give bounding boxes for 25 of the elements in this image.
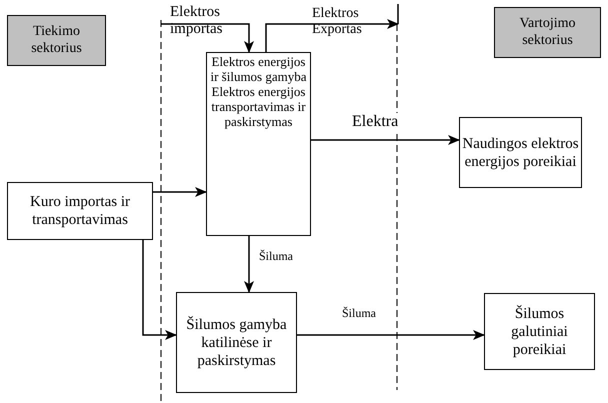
node-text: Tiekimo sektorius: [30, 24, 83, 58]
node-text: Kuro importas ir transportavimas: [29, 193, 131, 229]
process-box: [206, 52, 311, 236]
process-box: [459, 117, 582, 188]
node-text: Elektros energijos ir šilumos gamyba: [209, 55, 308, 85]
edge-label: Elektros Exportas: [312, 6, 363, 38]
arrow: [142, 240, 177, 340]
node-text: Naudingos elektros energijos poreikiai: [461, 134, 580, 170]
arrow: [265, 19, 399, 52]
node-text: Elektros energijos transportavimas ir paskirstymas: [210, 84, 306, 130]
edge-label: Elektra: [352, 113, 398, 132]
process-box: [176, 292, 297, 393]
sector-box: [494, 7, 601, 58]
process-box: [7, 182, 153, 240]
node-text: Šilumos galutiniai poreikiai: [510, 304, 569, 358]
node-text: Vartojimo sektorius: [518, 16, 576, 50]
node-text: Šilumos gamyba katilinėse ir paskirstymas: [185, 316, 288, 370]
arrow: [297, 330, 485, 340]
process-box: [484, 293, 595, 370]
sector-box: [7, 15, 106, 66]
arrow: [311, 135, 460, 145]
arrow: [161, 23, 254, 53]
arrow: [244, 236, 254, 293]
arrow: [153, 187, 207, 197]
edge-label: Elektros importas: [170, 4, 224, 38]
